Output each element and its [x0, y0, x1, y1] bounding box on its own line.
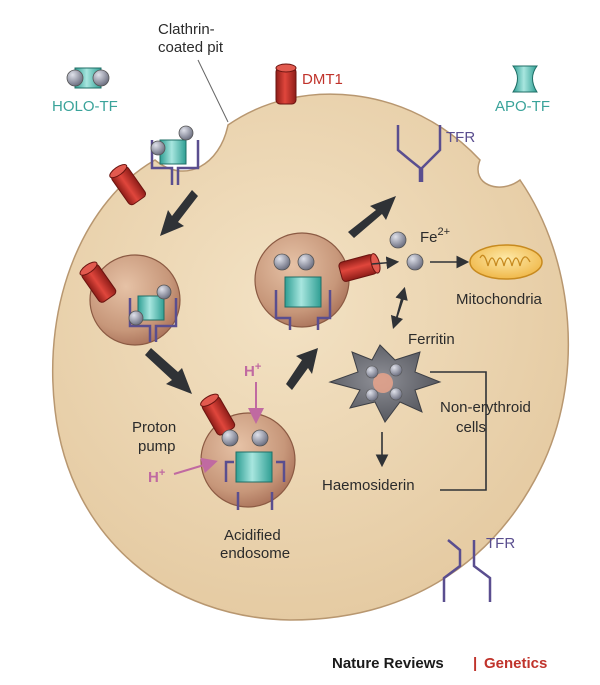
dmt1-top [275, 63, 297, 105]
arrow-endosome2-to-endosome3 [286, 348, 318, 390]
ferritin-label: Ferritin [408, 331, 455, 348]
credit-separator: | [473, 655, 477, 672]
tfr-top-label: TFR [446, 129, 475, 146]
credit-section: Genetics [484, 655, 547, 672]
non-erythroid-label-line2: cells [456, 419, 486, 436]
h-plus-left: H+ [148, 467, 165, 486]
credit-journal: Nature Reviews [332, 655, 444, 672]
dmt1-label: DMT1 [302, 71, 343, 88]
haemosiderin-label: Haemosiderin [322, 477, 415, 494]
arrow-dmt1-to-fe [371, 256, 400, 270]
apo-tf-icon [512, 65, 538, 93]
membrane-tfr-holo-complex [150, 125, 200, 185]
dmt1-left [109, 163, 147, 206]
holo-tf-icon [66, 67, 110, 89]
clathrin-pointer [197, 59, 229, 123]
arrow-membrane-to-endosome [160, 190, 198, 236]
ferritin-star [328, 344, 442, 423]
proton-arrow-left [173, 457, 218, 475]
apo-tf-label: APO-TF [495, 98, 550, 115]
endosome-recycling [254, 232, 381, 330]
fe2-label: Fe2+ [420, 226, 450, 246]
acidified-label-line1: Acidified [224, 527, 281, 544]
h-plus-top: H+ [244, 361, 261, 380]
non-erythroid-bracket [430, 371, 487, 491]
clathrin-label-line2: coated pit [158, 39, 224, 56]
non-erythroid-label-line1: Non-erythroid [440, 399, 531, 416]
endosome-early [79, 254, 181, 346]
arrow-endosome3-to-membrane [348, 196, 396, 238]
endosome-acidified [200, 393, 296, 510]
proton-label-line1: Proton [132, 419, 176, 436]
tfr-bottom-receptor [442, 539, 492, 602]
holo-tf-label: HOLO-TF [52, 98, 118, 115]
fe2-ion-2 [406, 253, 424, 271]
mitochondrion [469, 244, 543, 280]
mitochondria-label: Mitochondria [456, 291, 543, 308]
fe2-ion-1 [389, 231, 407, 249]
tfr-top-receptor [396, 125, 442, 182]
tfr-bottom-label: TFR [486, 535, 515, 552]
arrow-endosome1-to-endosome2 [145, 348, 192, 394]
clathrin-label-line1: Clathrin- [158, 21, 215, 38]
proton-label-line2: pump [138, 438, 176, 455]
acidified-label-line2: endosome [220, 545, 290, 562]
arrow-ferritin-down [390, 295, 405, 330]
